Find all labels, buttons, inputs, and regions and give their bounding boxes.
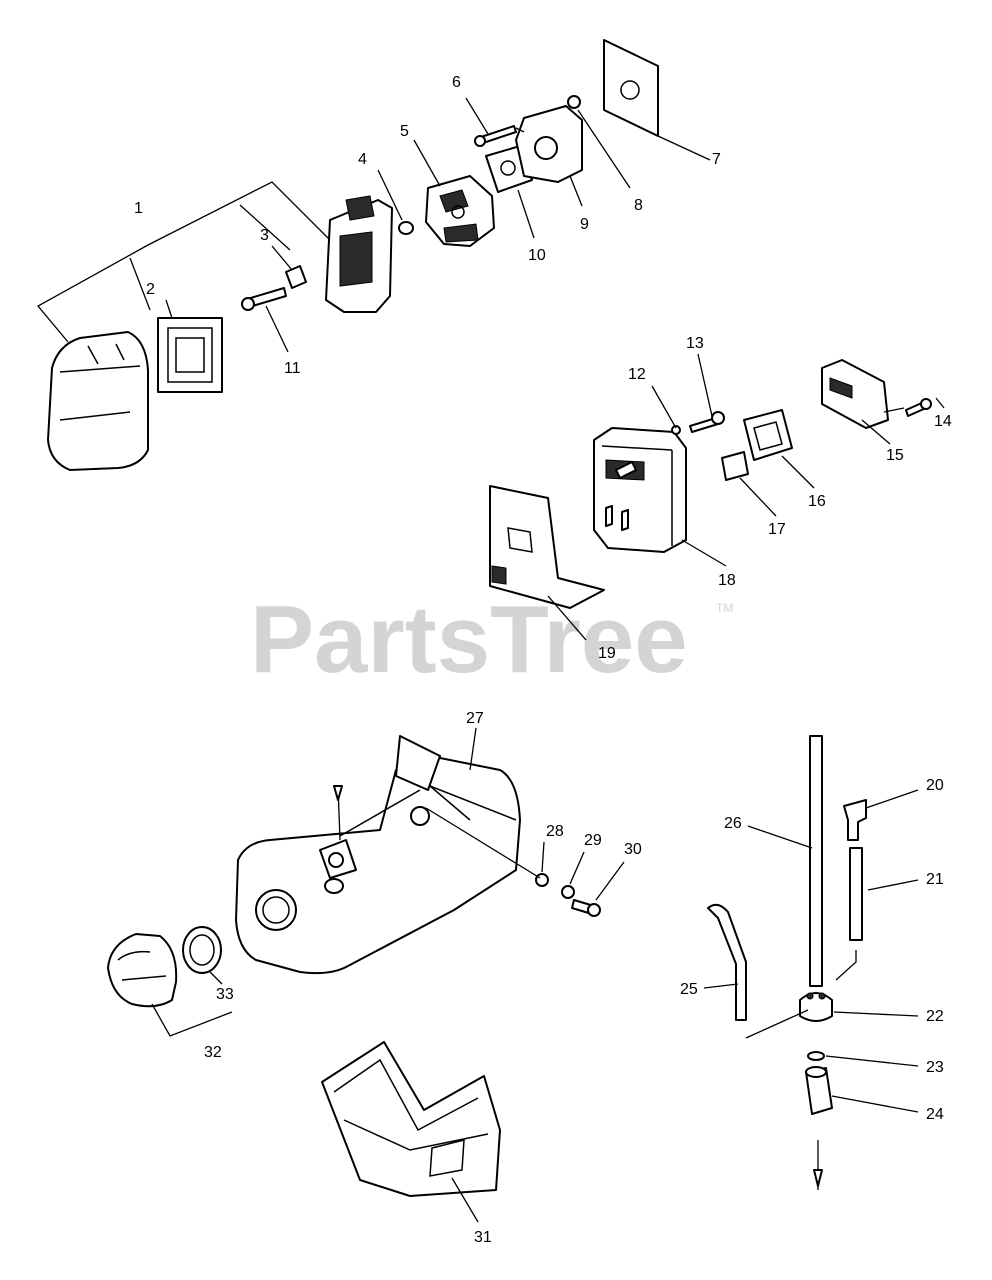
- muffler[interactable]: [593, 427, 687, 553]
- leaders-group-4: [703, 789, 919, 1113]
- air-cleaner-cover[interactable]: [47, 331, 149, 471]
- sleeve[interactable]: [285, 265, 307, 289]
- tank-skid-plate[interactable]: [321, 1041, 501, 1197]
- fuel-tube-long[interactable]: [809, 735, 823, 987]
- nut-8[interactable]: [567, 95, 581, 109]
- fuel-line-connectors: [745, 950, 857, 1190]
- muffler-bolt[interactable]: [689, 411, 725, 433]
- callout-16: 16: [808, 493, 826, 510]
- return-line[interactable]: [849, 847, 863, 941]
- callout-1: 1: [134, 200, 143, 217]
- cover-screw[interactable]: [905, 398, 932, 417]
- callout-15: 15: [886, 447, 904, 464]
- callout-20: 20: [926, 777, 944, 794]
- fuel-cap[interactable]: [107, 933, 178, 1008]
- callout-11: 11: [284, 360, 301, 377]
- cap-gasket[interactable]: [182, 926, 222, 974]
- lock-washer[interactable]: [671, 425, 681, 435]
- fuel-line-fitting[interactable]: [843, 799, 867, 841]
- callout-25: 25: [680, 981, 698, 998]
- callout-18: 18: [718, 572, 736, 589]
- fuel-line-bent[interactable]: [707, 903, 747, 1021]
- o-ring[interactable]: [398, 221, 414, 235]
- air-filter-element[interactable]: [157, 317, 223, 393]
- callout-7: 7: [712, 151, 721, 168]
- watermark: PartsTree TM: [250, 586, 733, 693]
- heat-shield[interactable]: [489, 485, 605, 609]
- small-o-ring[interactable]: [807, 1051, 825, 1061]
- insulator[interactable]: [515, 105, 583, 183]
- tank-mount-nut[interactable]: [535, 873, 549, 887]
- callout-4: 4: [358, 151, 367, 168]
- assembly-bracket-1: [36, 181, 331, 343]
- tank-mount-washer[interactable]: [561, 885, 575, 899]
- fuel-tank[interactable]: [235, 735, 521, 975]
- callout-8: 8: [634, 197, 643, 214]
- fuel-filter[interactable]: [805, 1066, 833, 1115]
- callout-30: 30: [624, 841, 642, 858]
- callout-26: 26: [724, 815, 742, 832]
- screw-6[interactable]: [474, 125, 517, 147]
- callout-21: 21: [926, 871, 944, 888]
- callout-29: 29: [584, 832, 602, 849]
- leaders-group-3: [151, 727, 625, 1223]
- callout-27: 27: [466, 710, 484, 727]
- air-cleaner-base[interactable]: [325, 195, 393, 313]
- grommet[interactable]: [799, 992, 833, 1022]
- callout-2: 2: [146, 281, 155, 298]
- callout-labels: 1 2 3 4 5 6 7 8 9 10 11 12 13 14 15 16 1…: [134, 74, 952, 1246]
- callout-31: 31: [474, 1229, 492, 1246]
- callout-17: 17: [768, 521, 786, 538]
- callout-33: 33: [216, 986, 234, 1003]
- callout-24: 24: [926, 1106, 944, 1123]
- watermark-trademark: TM: [716, 601, 733, 615]
- callout-3: 3: [260, 227, 269, 244]
- muffler-cover[interactable]: [821, 359, 889, 429]
- callout-6: 6: [452, 74, 461, 91]
- callout-19: 19: [598, 645, 616, 662]
- spark-arrestor-plate[interactable]: [721, 451, 749, 481]
- carburetor[interactable]: [425, 175, 495, 247]
- callout-12: 12: [628, 366, 646, 383]
- callout-22: 22: [926, 1008, 944, 1025]
- tank-mount-bolt[interactable]: [571, 899, 601, 917]
- leaders-group-2: [547, 353, 945, 641]
- leaders-group-1: [165, 97, 711, 353]
- callout-10: 10: [528, 247, 546, 264]
- gasket-7[interactable]: [603, 39, 659, 137]
- callout-32: 32: [204, 1044, 222, 1061]
- callout-28: 28: [546, 823, 564, 840]
- muffler-gasket[interactable]: [743, 409, 793, 461]
- callout-9: 9: [580, 216, 589, 233]
- callout-13: 13: [686, 335, 704, 352]
- callout-23: 23: [926, 1059, 944, 1076]
- watermark-text: PartsTree: [250, 586, 688, 693]
- screw-11[interactable]: [241, 287, 287, 311]
- callout-14: 14: [934, 413, 952, 430]
- callout-5: 5: [400, 123, 409, 140]
